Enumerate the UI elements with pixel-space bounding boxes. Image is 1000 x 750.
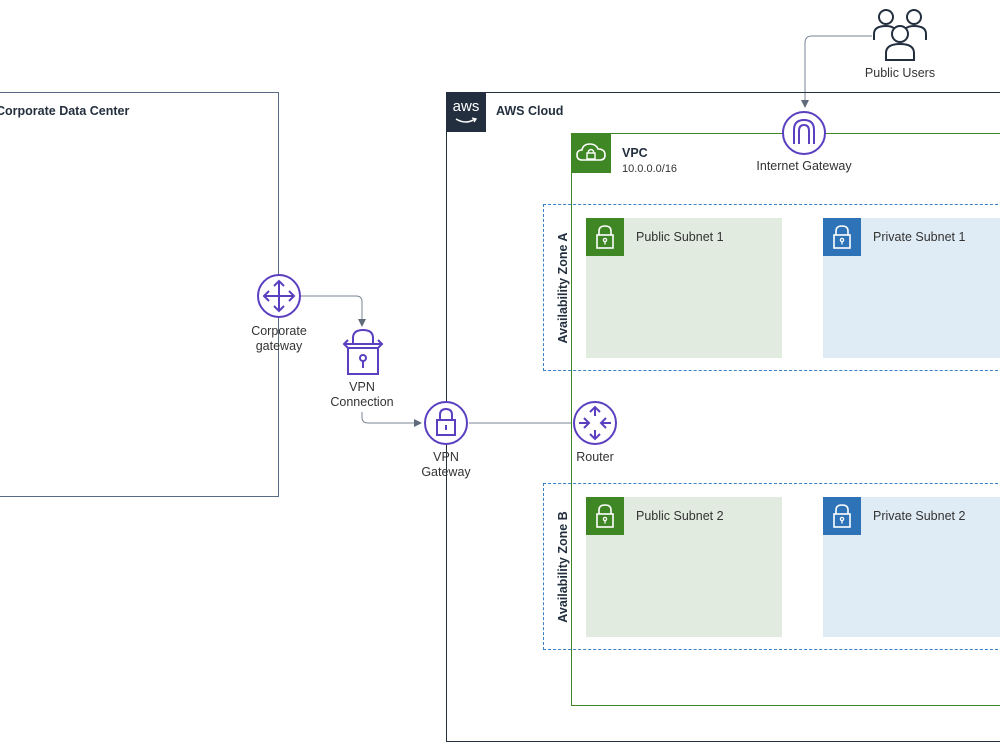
- private-subnet-1-label: Private Subnet 1: [873, 230, 966, 244]
- vpc-logo: [571, 133, 611, 173]
- padlock-icon: [596, 225, 614, 249]
- padlock-icon: [833, 504, 851, 528]
- corporate-data-center-group[interactable]: [0, 92, 279, 497]
- cloud-lock-icon: [576, 143, 606, 161]
- private-subnet-2-icon: [823, 497, 861, 535]
- aws-logo-text: aws: [452, 98, 480, 115]
- line-corp-to-vpnconn: [301, 295, 366, 327]
- arch-gateway-icon: [782, 111, 826, 155]
- aws-smile-icon: [455, 117, 477, 123]
- router-icon: [573, 401, 617, 445]
- internet-gateway-label: Internet Gateway: [756, 159, 852, 173]
- corporate-data-center-title: Corporate Data Center: [0, 104, 130, 118]
- vpn-gateway-label-line1: VPN: [433, 450, 459, 464]
- vpc-title: VPC: [622, 146, 648, 160]
- public-subnet-2-label: Public Subnet 2: [636, 509, 724, 523]
- private-subnet-2-label: Private Subnet 2: [873, 509, 966, 523]
- public-users-label: Public Users: [864, 66, 936, 80]
- availability-zone-a-group[interactable]: [543, 204, 1000, 371]
- public-subnet-1-icon: [586, 218, 624, 256]
- public-users-node[interactable]: [872, 6, 928, 64]
- padlock-icon: [596, 504, 614, 528]
- padlock-icon: [833, 225, 851, 249]
- aws-cloud-title: AWS Cloud: [496, 104, 564, 118]
- vpn-gateway-label: VPN Gateway: [396, 450, 496, 480]
- corporate-gateway-node[interactable]: [256, 273, 302, 319]
- public-subnet-2-icon: [586, 497, 624, 535]
- router-label: Router: [576, 450, 614, 464]
- availability-zone-b-group[interactable]: [543, 483, 1000, 650]
- router-icon: [257, 274, 301, 318]
- vpn-connection-label: VPN Connection: [312, 380, 412, 410]
- availability-zone-b-label: Availability Zone B: [556, 511, 570, 623]
- line-users-to-igw: [801, 35, 872, 108]
- router-node[interactable]: [572, 400, 618, 446]
- vpn-connection-label-line2: Connection: [330, 395, 394, 409]
- vpn-lock-icon: [342, 328, 384, 375]
- aws-logo: aws: [446, 92, 486, 132]
- vpn-gateway-label-line2: Gateway: [421, 465, 471, 479]
- lock-circle-icon: [424, 401, 468, 445]
- vpn-connection-label-line1: VPN: [349, 380, 375, 394]
- corporate-gateway-label: Corporate gateway: [229, 324, 329, 354]
- corporate-gateway-label-line1: Corporate: [251, 324, 307, 338]
- vpc-cidr: 10.0.0.0/16: [622, 163, 678, 175]
- public-subnet-1-label: Public Subnet 1: [636, 230, 724, 244]
- internet-gateway-node[interactable]: [781, 110, 827, 156]
- line-vpnconn-to-vpngw: [361, 412, 422, 427]
- availability-zone-a-label: Availability Zone A: [556, 232, 570, 344]
- vpn-connection-node[interactable]: [342, 328, 384, 376]
- users-group-icon: [873, 9, 927, 61]
- corporate-gateway-label-line2: gateway: [255, 339, 303, 353]
- vpn-gateway-node[interactable]: [423, 400, 469, 446]
- private-subnet-1-icon: [823, 218, 861, 256]
